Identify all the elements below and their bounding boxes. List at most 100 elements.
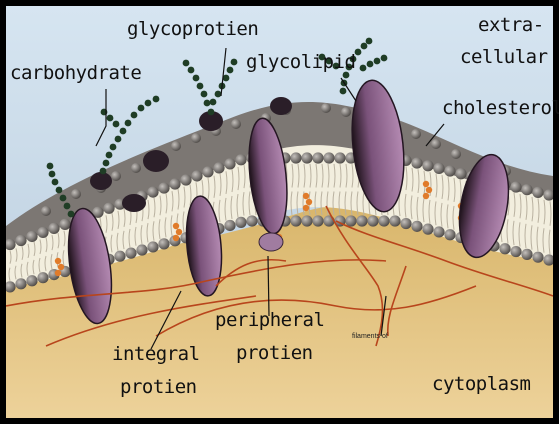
phospholipid-head: [26, 231, 37, 242]
phospholipid-head: [15, 278, 26, 289]
cholesterol-ring: [173, 223, 179, 229]
phospholipid-head: [510, 181, 521, 192]
sugar-bead: [208, 109, 215, 116]
sugar-bead: [107, 115, 114, 122]
phospholipid-head: [321, 103, 331, 113]
phospholipid-head: [312, 152, 323, 163]
surface-protein: [143, 150, 169, 172]
phospholipid-head: [158, 238, 169, 249]
label-glycoprotien: glycoprotien: [127, 20, 258, 39]
phospholipid-head: [532, 187, 543, 198]
phospholipid-head: [521, 249, 532, 260]
label-carbohydrate: carbohydrate: [10, 64, 141, 83]
phospholipid-head: [147, 241, 158, 252]
phospholipid-head: [131, 163, 141, 173]
phospholipid-head: [213, 162, 224, 173]
phospholipid-head: [202, 166, 213, 177]
sugar-bead: [100, 168, 107, 175]
phospholipid-head: [532, 252, 543, 263]
sugar-bead: [361, 43, 368, 50]
sugar-bead: [49, 171, 56, 178]
phospholipid-head: [345, 215, 356, 226]
phospholipid-head: [411, 221, 422, 232]
sugar-bead: [366, 38, 373, 45]
sugar-bead: [103, 160, 110, 167]
cholesterol-ring: [303, 205, 309, 211]
phospholipid-head: [171, 141, 181, 151]
phospholipid-head: [147, 187, 158, 198]
label-extracellular-2: cellular: [460, 48, 548, 67]
surface-protein: [270, 97, 292, 115]
sugar-bead: [120, 128, 127, 135]
phospholipid-head: [301, 152, 312, 163]
phospholipid-head: [290, 152, 301, 163]
sugar-bead: [60, 195, 67, 202]
phospholipid-head: [334, 152, 345, 163]
phospholipid-head: [323, 152, 334, 163]
label-glycolipid: glycolipid: [246, 53, 355, 72]
phospholipid-head: [290, 215, 301, 226]
cholesterol-ring: [55, 258, 61, 264]
phospholipid-head: [15, 235, 26, 246]
sugar-bead: [106, 152, 113, 159]
phospholipid-head: [37, 272, 48, 283]
sugar-bead: [381, 55, 388, 62]
phospholipid-head: [510, 246, 521, 257]
phospholipid-head: [136, 244, 147, 255]
phospholipid-head: [224, 220, 235, 231]
label-filaments: filaments of: [352, 333, 388, 340]
phospholipid-head: [41, 206, 51, 216]
phospholipid-head: [191, 133, 201, 143]
phospholipid-head: [111, 171, 121, 181]
label-peripheral-protien: protien: [236, 344, 313, 363]
cholesterol-ring: [176, 229, 182, 235]
phospholipid-head: [71, 189, 81, 199]
phospholipid-head: [103, 203, 114, 214]
cholesterol-ring: [423, 181, 429, 187]
phospholipid-head: [246, 215, 257, 226]
phospholipid-head: [37, 227, 48, 238]
sugar-bead: [110, 144, 117, 151]
phospholipid-head: [444, 229, 455, 240]
sugar-bead: [201, 91, 208, 98]
cholesterol-ring: [55, 270, 61, 276]
sugar-bead: [355, 49, 362, 56]
phospholipid-head: [312, 215, 323, 226]
sugar-bead: [367, 61, 374, 68]
label-extracellular-1: extra-: [478, 16, 544, 35]
phospholipid-head: [433, 226, 444, 237]
phospholipid-head: [26, 275, 37, 286]
sugar-bead: [215, 91, 222, 98]
label-integral: integral: [112, 345, 200, 364]
phospholipid-head: [367, 215, 378, 226]
phospholipid-head: [114, 251, 125, 262]
sugar-bead: [113, 121, 120, 128]
sugar-bead: [153, 96, 160, 103]
sugar-bead: [138, 105, 145, 112]
label-integral-protien: protien: [120, 378, 197, 397]
phospholipid-head: [444, 165, 455, 176]
sugar-bead: [197, 83, 204, 90]
phospholipid-head: [301, 215, 312, 226]
label-cytoplasm: cytoplasm: [432, 375, 530, 394]
sugar-bead: [145, 100, 152, 107]
sugar-bead: [340, 88, 347, 95]
label-cholesterol: cholesterol: [442, 99, 559, 118]
phospholipid-head: [378, 215, 389, 226]
sugar-bead: [115, 136, 122, 143]
phospholipid-head: [455, 168, 466, 179]
cholesterol-ring: [173, 235, 179, 241]
sugar-bead: [47, 163, 54, 170]
phospholipid-head: [323, 215, 334, 226]
peripheral-protein: [259, 233, 283, 251]
cholesterol-ring: [306, 199, 312, 205]
sugar-bead: [227, 67, 234, 74]
phospholipid-head: [499, 243, 510, 254]
phospholipid-head: [59, 219, 70, 230]
phospholipid-head: [433, 163, 444, 174]
surface-protein: [122, 194, 146, 212]
phospholipid-head: [125, 248, 136, 259]
phospholipid-head: [389, 215, 400, 226]
phospholipid-head: [356, 215, 367, 226]
sugar-bead: [374, 58, 381, 65]
